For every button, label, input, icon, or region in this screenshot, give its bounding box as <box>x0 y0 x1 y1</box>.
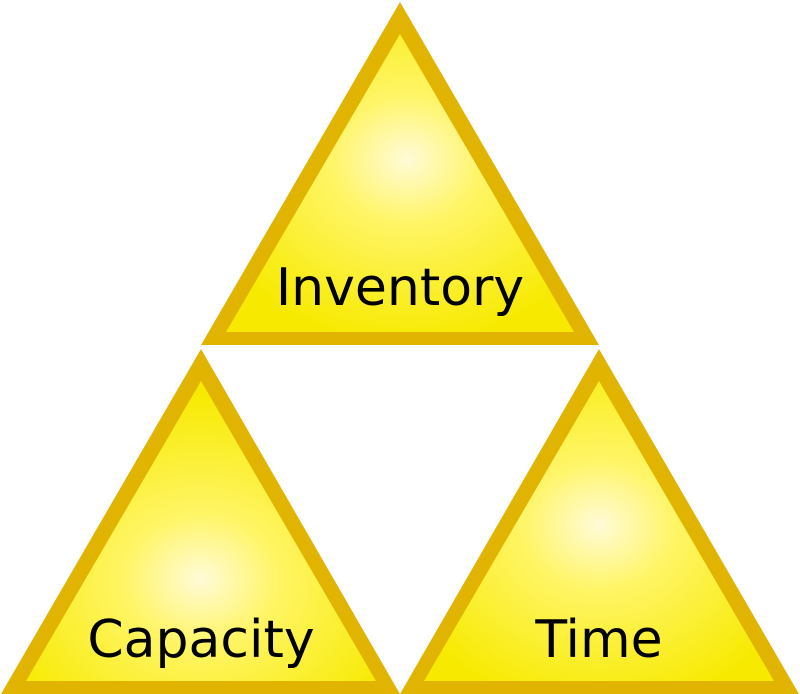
triangle-time-fill <box>424 381 774 681</box>
triangle-capacity-label: Capacity <box>87 610 314 670</box>
triangle-time: Time <box>400 349 799 694</box>
triangle-inventory: Inventory <box>201 2 599 345</box>
triangle-capacity: Capacity <box>1 349 400 694</box>
triangle-capacity-fill <box>26 381 376 681</box>
triangle-time-label: Time <box>534 610 662 670</box>
triangle-inventory-fill <box>226 34 574 332</box>
triangle-inventory-label: Inventory <box>276 258 524 318</box>
